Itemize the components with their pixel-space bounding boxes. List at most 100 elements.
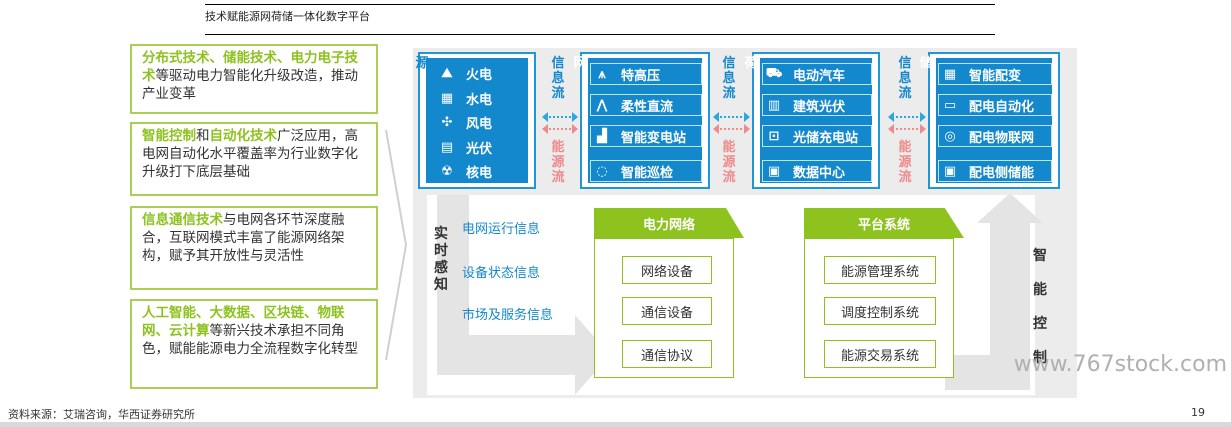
- arrow-head: [920, 112, 926, 122]
- tech-text: 与电网各环节深度融合，互联网模式丰富了能源网络架构，赋予其开放性与灵活性: [142, 212, 345, 264]
- arrow-head: [572, 112, 578, 122]
- group-item-label: 建筑光伏: [793, 99, 846, 115]
- transformer-icon: ▦: [943, 66, 957, 82]
- network-device-item: 网络设备: [622, 256, 712, 284]
- tech-highlight: 信息通信技术: [142, 212, 223, 228]
- group-source: [418, 52, 536, 189]
- solar-icon: ▤: [440, 139, 454, 155]
- building-pv-icon: ▥: [767, 97, 781, 113]
- group-item: ◎ 配电物联网: [938, 125, 1052, 147]
- patrol-icon: ◌: [596, 163, 608, 179]
- group-item-label: 电动汽车: [793, 68, 846, 84]
- group-item-label: 数据中心: [793, 165, 846, 181]
- charging-station-icon: ⊡: [768, 128, 780, 144]
- group-item-label: 水电: [466, 92, 493, 108]
- tech-text: 等驱动电力智能化升级改造，推动产业变革: [142, 68, 358, 102]
- group-item: ▦ 智能配变: [938, 63, 1052, 85]
- group-item-label: 特高压: [621, 68, 661, 84]
- iot-icon: ◎: [944, 128, 956, 144]
- info-flow-label: 信息流: [898, 56, 912, 101]
- group-label-storage: 储: [919, 56, 933, 71]
- group-item: ⋀ 柔性直流: [590, 94, 702, 116]
- group-item-label: 配电侧储能: [969, 165, 1035, 181]
- tech-box-1: 分布式技术、储能技术、电力电子技术等驱动电力智能化升级改造，推动产业变革: [130, 44, 378, 114]
- group-item: ☢ 核电: [436, 160, 492, 182]
- group-item-label: 配电物联网: [969, 130, 1035, 146]
- arrow-head: [542, 112, 548, 122]
- group-grid: [580, 52, 710, 189]
- watermark: www.767stock.com: [1013, 352, 1227, 377]
- tech-highlight: 分布式技术、储能技术、电力电子技术: [142, 50, 358, 84]
- group-item-label: 柔性直流: [621, 99, 674, 115]
- group-item-label: 风电: [466, 116, 493, 132]
- arrow-head: [744, 112, 750, 122]
- flow-arrow: [546, 128, 574, 130]
- arrow-head: [713, 124, 719, 134]
- flow-arrow: [546, 116, 574, 118]
- tech-box-3: 信息通信技术与电网各环节深度融合，互联网模式丰富了能源网络架构，赋予其开放性与灵…: [130, 206, 378, 290]
- group-item: ▣ 数据中心: [762, 160, 872, 182]
- title-rule: [205, 34, 995, 35]
- dc-icon: ⋀: [596, 97, 608, 113]
- platform-system-header: 平台系统: [804, 208, 964, 238]
- nuclear-icon: ☢: [441, 163, 453, 179]
- realtime-perception-label: 实时感知: [434, 226, 448, 293]
- flow-arrow: [892, 128, 922, 130]
- group-item-label: 智能巡检: [621, 165, 674, 181]
- group-item-label: 火电: [466, 67, 493, 83]
- coal-plant-icon: ⛰: [441, 65, 453, 81]
- group-load: [752, 52, 880, 189]
- page-number: 19: [1191, 406, 1205, 419]
- ev-icon: ⛟: [765, 65, 783, 81]
- energy-flow-label: 能源流: [898, 140, 912, 185]
- energy-flow-label: 能源流: [551, 140, 565, 185]
- arrow-head: [888, 112, 894, 122]
- info-grid-operation: 电网运行信息: [462, 222, 541, 237]
- bracket-arrow: [385, 130, 408, 360]
- automation-icon: ▭: [943, 97, 957, 113]
- tech-highlight: 智能控制: [142, 128, 196, 144]
- flow-arrow: [717, 116, 746, 118]
- comm-protocol-item: 通信协议: [622, 340, 712, 368]
- arrow-head: [744, 124, 750, 134]
- group-item: ▟智能变电站: [590, 125, 702, 147]
- flow-arrow: [717, 128, 746, 130]
- group-label-grid: 网: [573, 56, 587, 71]
- comm-device-item: 通信设备: [622, 297, 712, 325]
- source-note: 资料来源：艾瑞咨询，华西证券研究所: [8, 408, 195, 421]
- tower-icon: ⩚: [598, 66, 606, 82]
- group-item-label: 智能变电站: [621, 130, 687, 146]
- tech-text: 广泛应用，高电网自动化水平覆盖率为行业数字化升级打下底层基础: [142, 128, 358, 180]
- top-rule: [205, 4, 995, 5]
- info-flow-label: 信息流: [722, 56, 736, 101]
- group-item: ▤光伏: [436, 136, 492, 158]
- energy-flow-label: 能源流: [722, 140, 736, 185]
- wind-icon: ✣: [441, 114, 453, 130]
- arrow-head: [713, 112, 719, 122]
- group-item: ▣ 配电侧储能: [938, 160, 1052, 182]
- group-item: ⩚ 特高压: [590, 63, 702, 85]
- info-device-status: 设备状态信息: [462, 266, 541, 281]
- tech-text: 等新兴技术承担不同角色，赋能能源电力全流程数字化转型: [142, 323, 358, 357]
- group-item: ▦水电: [436, 87, 492, 109]
- tech-text: 和: [196, 128, 210, 144]
- group-label-load: 荷: [744, 56, 758, 71]
- group-item-label: 智能配变: [969, 68, 1022, 84]
- group-label-source: 源: [415, 56, 429, 71]
- tech-highlight: 自动化技术: [209, 128, 278, 144]
- group-item-label: 配电自动化: [969, 99, 1035, 115]
- info-market-service: 市场及服务信息: [462, 308, 554, 323]
- storage-icon: ▣: [943, 163, 957, 179]
- tech-box-2: 智能控制和自动化技术广泛应用，高电网自动化水平覆盖率为行业数字化升级打下底层基础: [130, 122, 378, 196]
- smart-control-label: 智能控制: [1033, 248, 1047, 366]
- tech-highlight: 人工智能、大数据、区块链、物联网、云计算: [142, 305, 345, 339]
- group-item: ✣ 风电: [436, 111, 492, 133]
- arrow-head: [920, 124, 926, 134]
- energy-trading-item: 能源交易系统: [824, 340, 936, 368]
- datacenter-icon: ▣: [767, 163, 781, 179]
- flow-arrow: [892, 116, 922, 118]
- group-item-label: 核电: [466, 165, 493, 181]
- group-item: ⛟ 电动汽车: [762, 63, 872, 85]
- page-title: 技术赋能源网荷储一体化数字平台: [205, 10, 370, 23]
- power-network-header: 电力网络: [594, 208, 744, 238]
